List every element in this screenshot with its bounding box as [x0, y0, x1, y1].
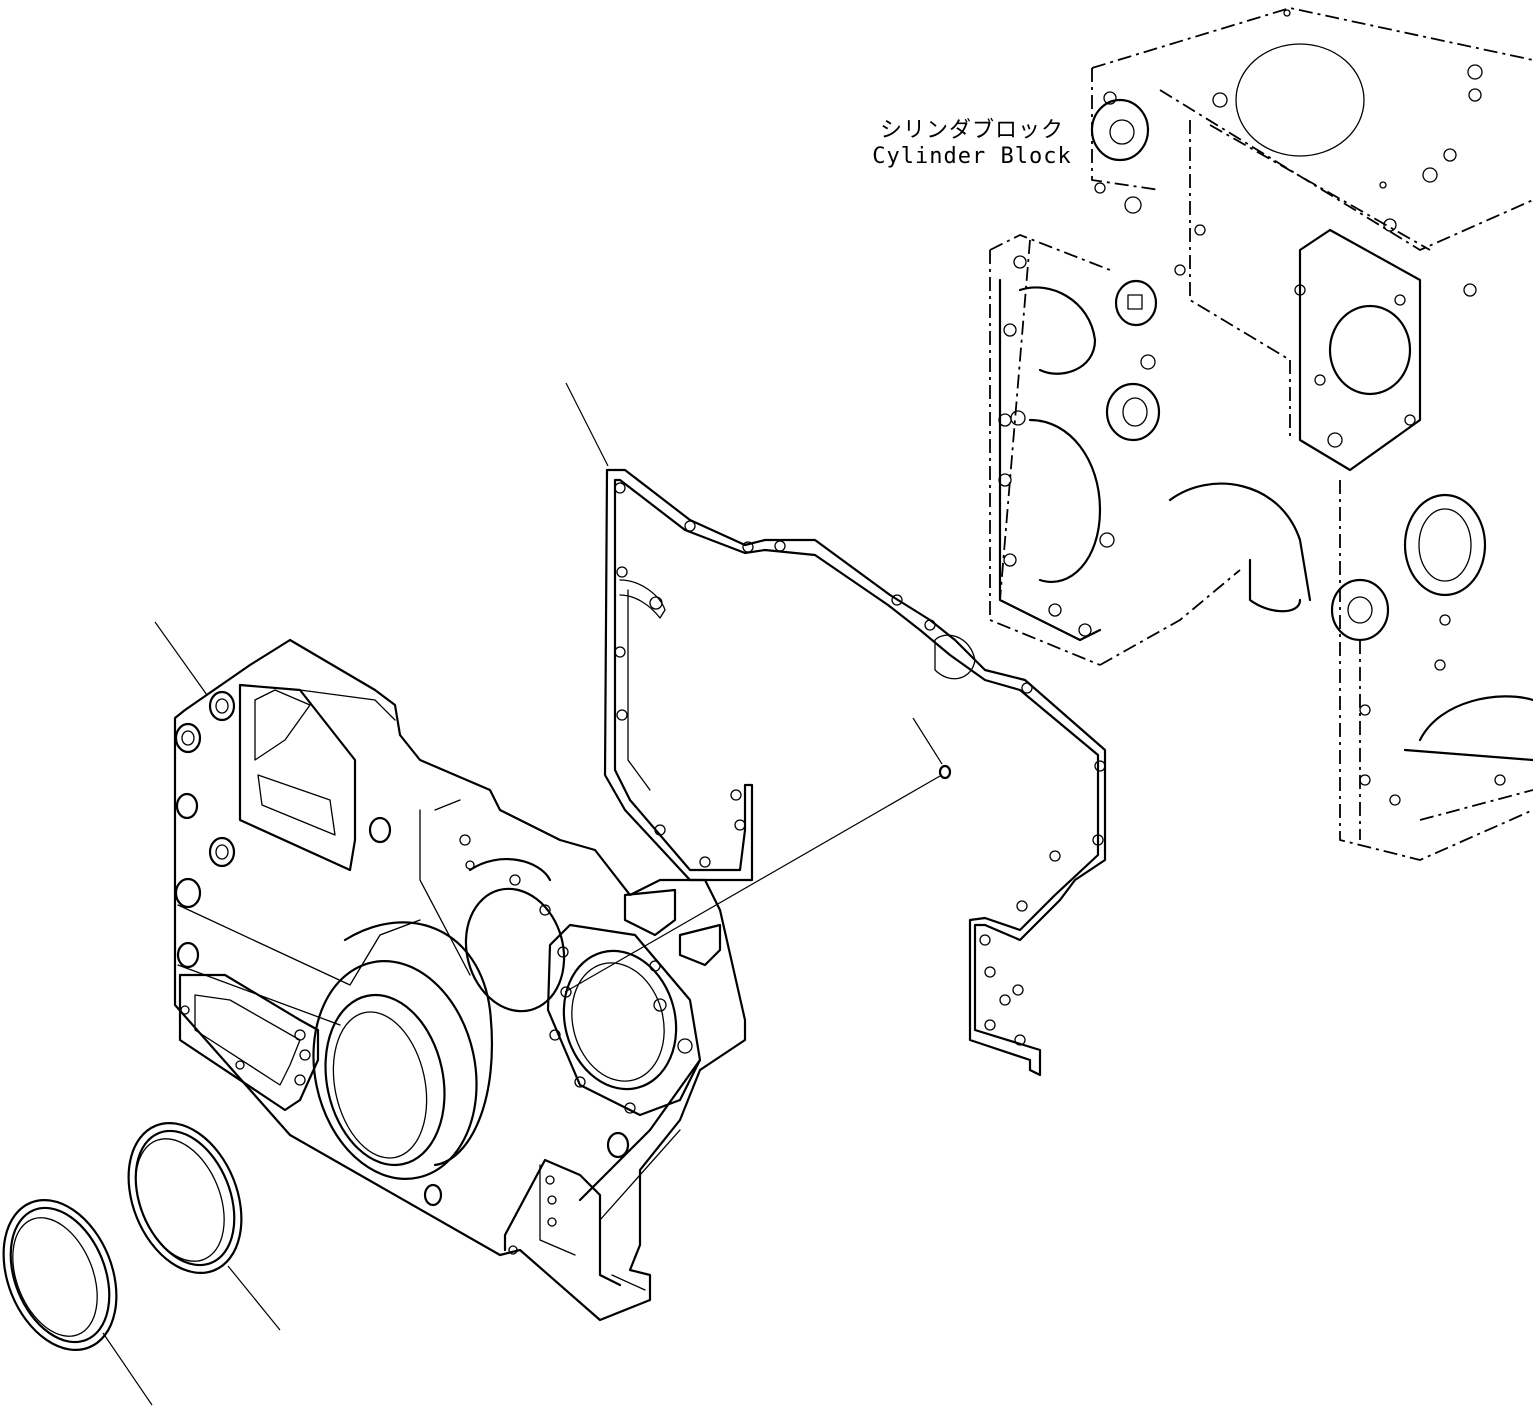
leader-lines: [102, 382, 943, 1406]
cylinder-block-label: シリンダブロック Cylinder Block: [872, 118, 1072, 170]
cylinder-block-label-jp: シリンダブロック: [879, 118, 1064, 143]
cylinder-block-label-en: Cylinder Block: [872, 144, 1072, 169]
oil-seal-outer: [2, 1199, 118, 1351]
front-cover-gasket: [603, 468, 1107, 1077]
small-o-ring: [938, 764, 952, 780]
front-gear-cover: [173, 638, 747, 1322]
oil-seal-inner: [127, 1122, 243, 1274]
cylinder-block-illustration: [989, 7, 1533, 861]
